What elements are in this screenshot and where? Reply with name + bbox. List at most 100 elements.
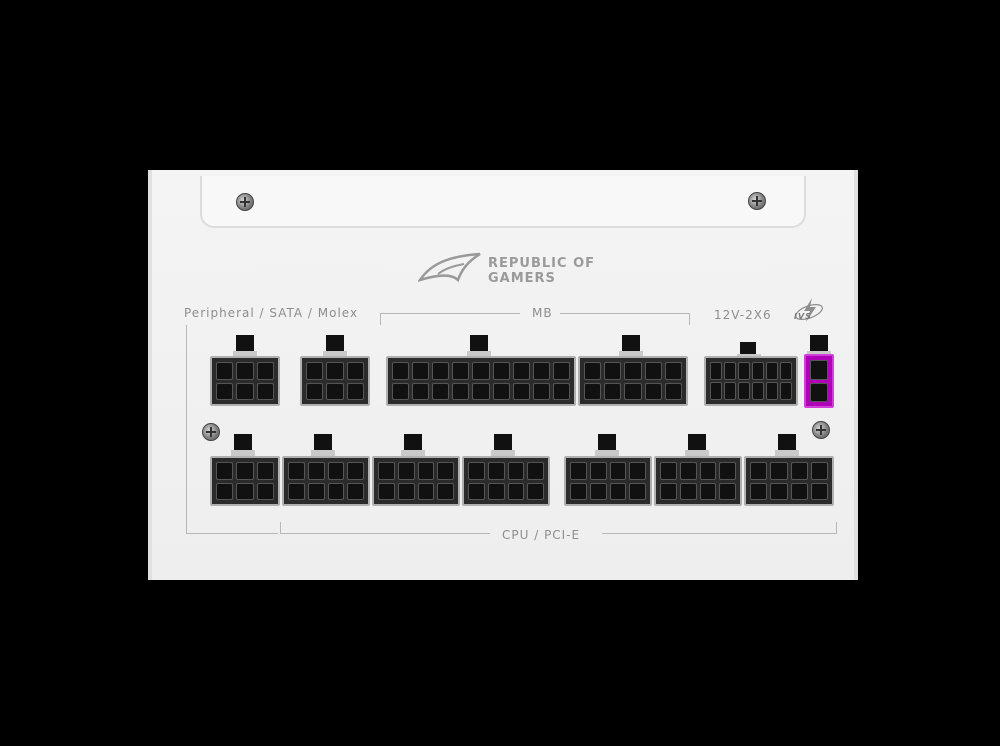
cpu-pcie-port[interactable] [372, 456, 460, 506]
connector-pin [604, 362, 622, 380]
connector-pin [346, 382, 364, 400]
connector-pin [527, 462, 544, 480]
connector-pin [532, 382, 550, 400]
screw-icon [812, 421, 830, 439]
brand-line-2: GAMERS [488, 271, 556, 286]
bracket-line [380, 313, 381, 325]
connector-pin [780, 362, 792, 380]
connector-pin [552, 382, 570, 400]
sense-port[interactable] [804, 354, 834, 408]
cpu-pcie-port[interactable] [654, 456, 742, 506]
connector-pin [347, 482, 364, 500]
connector-pin [378, 462, 395, 480]
screw-icon [748, 192, 766, 210]
connector-pin [306, 382, 324, 400]
connector-pin [452, 382, 470, 400]
connector-pin [624, 362, 642, 380]
left-edge [148, 170, 152, 580]
connector-pin [487, 482, 505, 500]
cpu-pcie-port[interactable] [744, 456, 834, 506]
connector-latch [311, 434, 335, 456]
connector-pin [810, 462, 828, 480]
connector-latch [233, 335, 257, 357]
cpu-pcie-port[interactable] [282, 456, 370, 506]
connector-pin [256, 362, 274, 380]
connector-pin [397, 482, 415, 500]
connector-latch [491, 434, 515, 456]
connector-pin [236, 482, 254, 500]
connector-latch [323, 335, 347, 357]
connector-latch [231, 434, 255, 456]
bracket-line [186, 533, 278, 534]
connector-pin [770, 482, 788, 500]
connector-pin [527, 482, 544, 500]
connector-pin [629, 462, 646, 480]
label-mb: MB [532, 306, 553, 320]
bracket-line [560, 313, 690, 314]
connector-pin [609, 462, 627, 480]
connector-pin [660, 482, 677, 500]
connector-pin [256, 382, 274, 400]
cpu-pcie-port[interactable] [462, 456, 550, 506]
connector-pin [810, 482, 828, 500]
connector-pin [392, 382, 410, 400]
connector-pin [492, 382, 510, 400]
label-peripheral: Peripheral / SATA / Molex [184, 306, 359, 320]
peripheral-port[interactable] [300, 356, 370, 406]
connector-pin [532, 362, 550, 380]
connector-pin [256, 482, 274, 500]
connector-pin [216, 462, 234, 480]
connector-pin [492, 362, 510, 380]
screw-icon [202, 423, 220, 441]
connector-pin [412, 382, 430, 400]
connector-pin [589, 462, 607, 480]
label-ivs: IVS [794, 312, 812, 321]
mb-port-18pin[interactable] [386, 356, 576, 406]
connector-latch [595, 434, 619, 456]
mb-port-10pin[interactable] [578, 356, 688, 406]
connector-pin [604, 382, 622, 400]
connector-pin [472, 382, 490, 400]
connector-pin [750, 462, 768, 480]
bracket-line [836, 522, 837, 534]
connector-pin [487, 462, 505, 480]
connector-pin [236, 462, 254, 480]
connector-pin [468, 462, 485, 480]
peripheral-port[interactable] [210, 356, 280, 406]
connector-pin [288, 462, 305, 480]
connector-latch [737, 342, 761, 360]
connector-pin [326, 382, 344, 400]
connector-pin [724, 382, 736, 400]
connector-pin [738, 362, 750, 380]
cpu-pcie-port[interactable] [210, 456, 280, 506]
connector-pin [752, 382, 764, 400]
connector-latch [685, 434, 709, 456]
connector-pin [644, 362, 662, 380]
connector-pin [810, 360, 828, 380]
connector-pin [437, 462, 454, 480]
connector-pin [288, 482, 305, 500]
top-plate [200, 176, 806, 228]
connector-pin [412, 362, 430, 380]
connector-pin [512, 382, 530, 400]
connector-pin [216, 362, 234, 380]
bracket-line [186, 325, 187, 534]
bracket-line [280, 533, 490, 534]
bracket-line [280, 522, 281, 534]
bracket-line [380, 313, 520, 314]
connector-pin [750, 482, 768, 500]
connector-pin [790, 462, 808, 480]
connector-pin [710, 362, 722, 380]
connector-pin [584, 382, 602, 400]
connector-pin [766, 382, 778, 400]
connector-pin [472, 362, 490, 380]
connector-latch [807, 335, 831, 357]
connector-pin [660, 462, 677, 480]
cpu-pcie-port[interactable] [564, 456, 652, 506]
connector-pin [216, 482, 234, 500]
connector-pin [664, 382, 682, 400]
connector-pin [432, 382, 450, 400]
connector-pin [780, 382, 792, 400]
connector-latch [619, 335, 643, 357]
12v-2x6-port[interactable] [704, 356, 798, 406]
